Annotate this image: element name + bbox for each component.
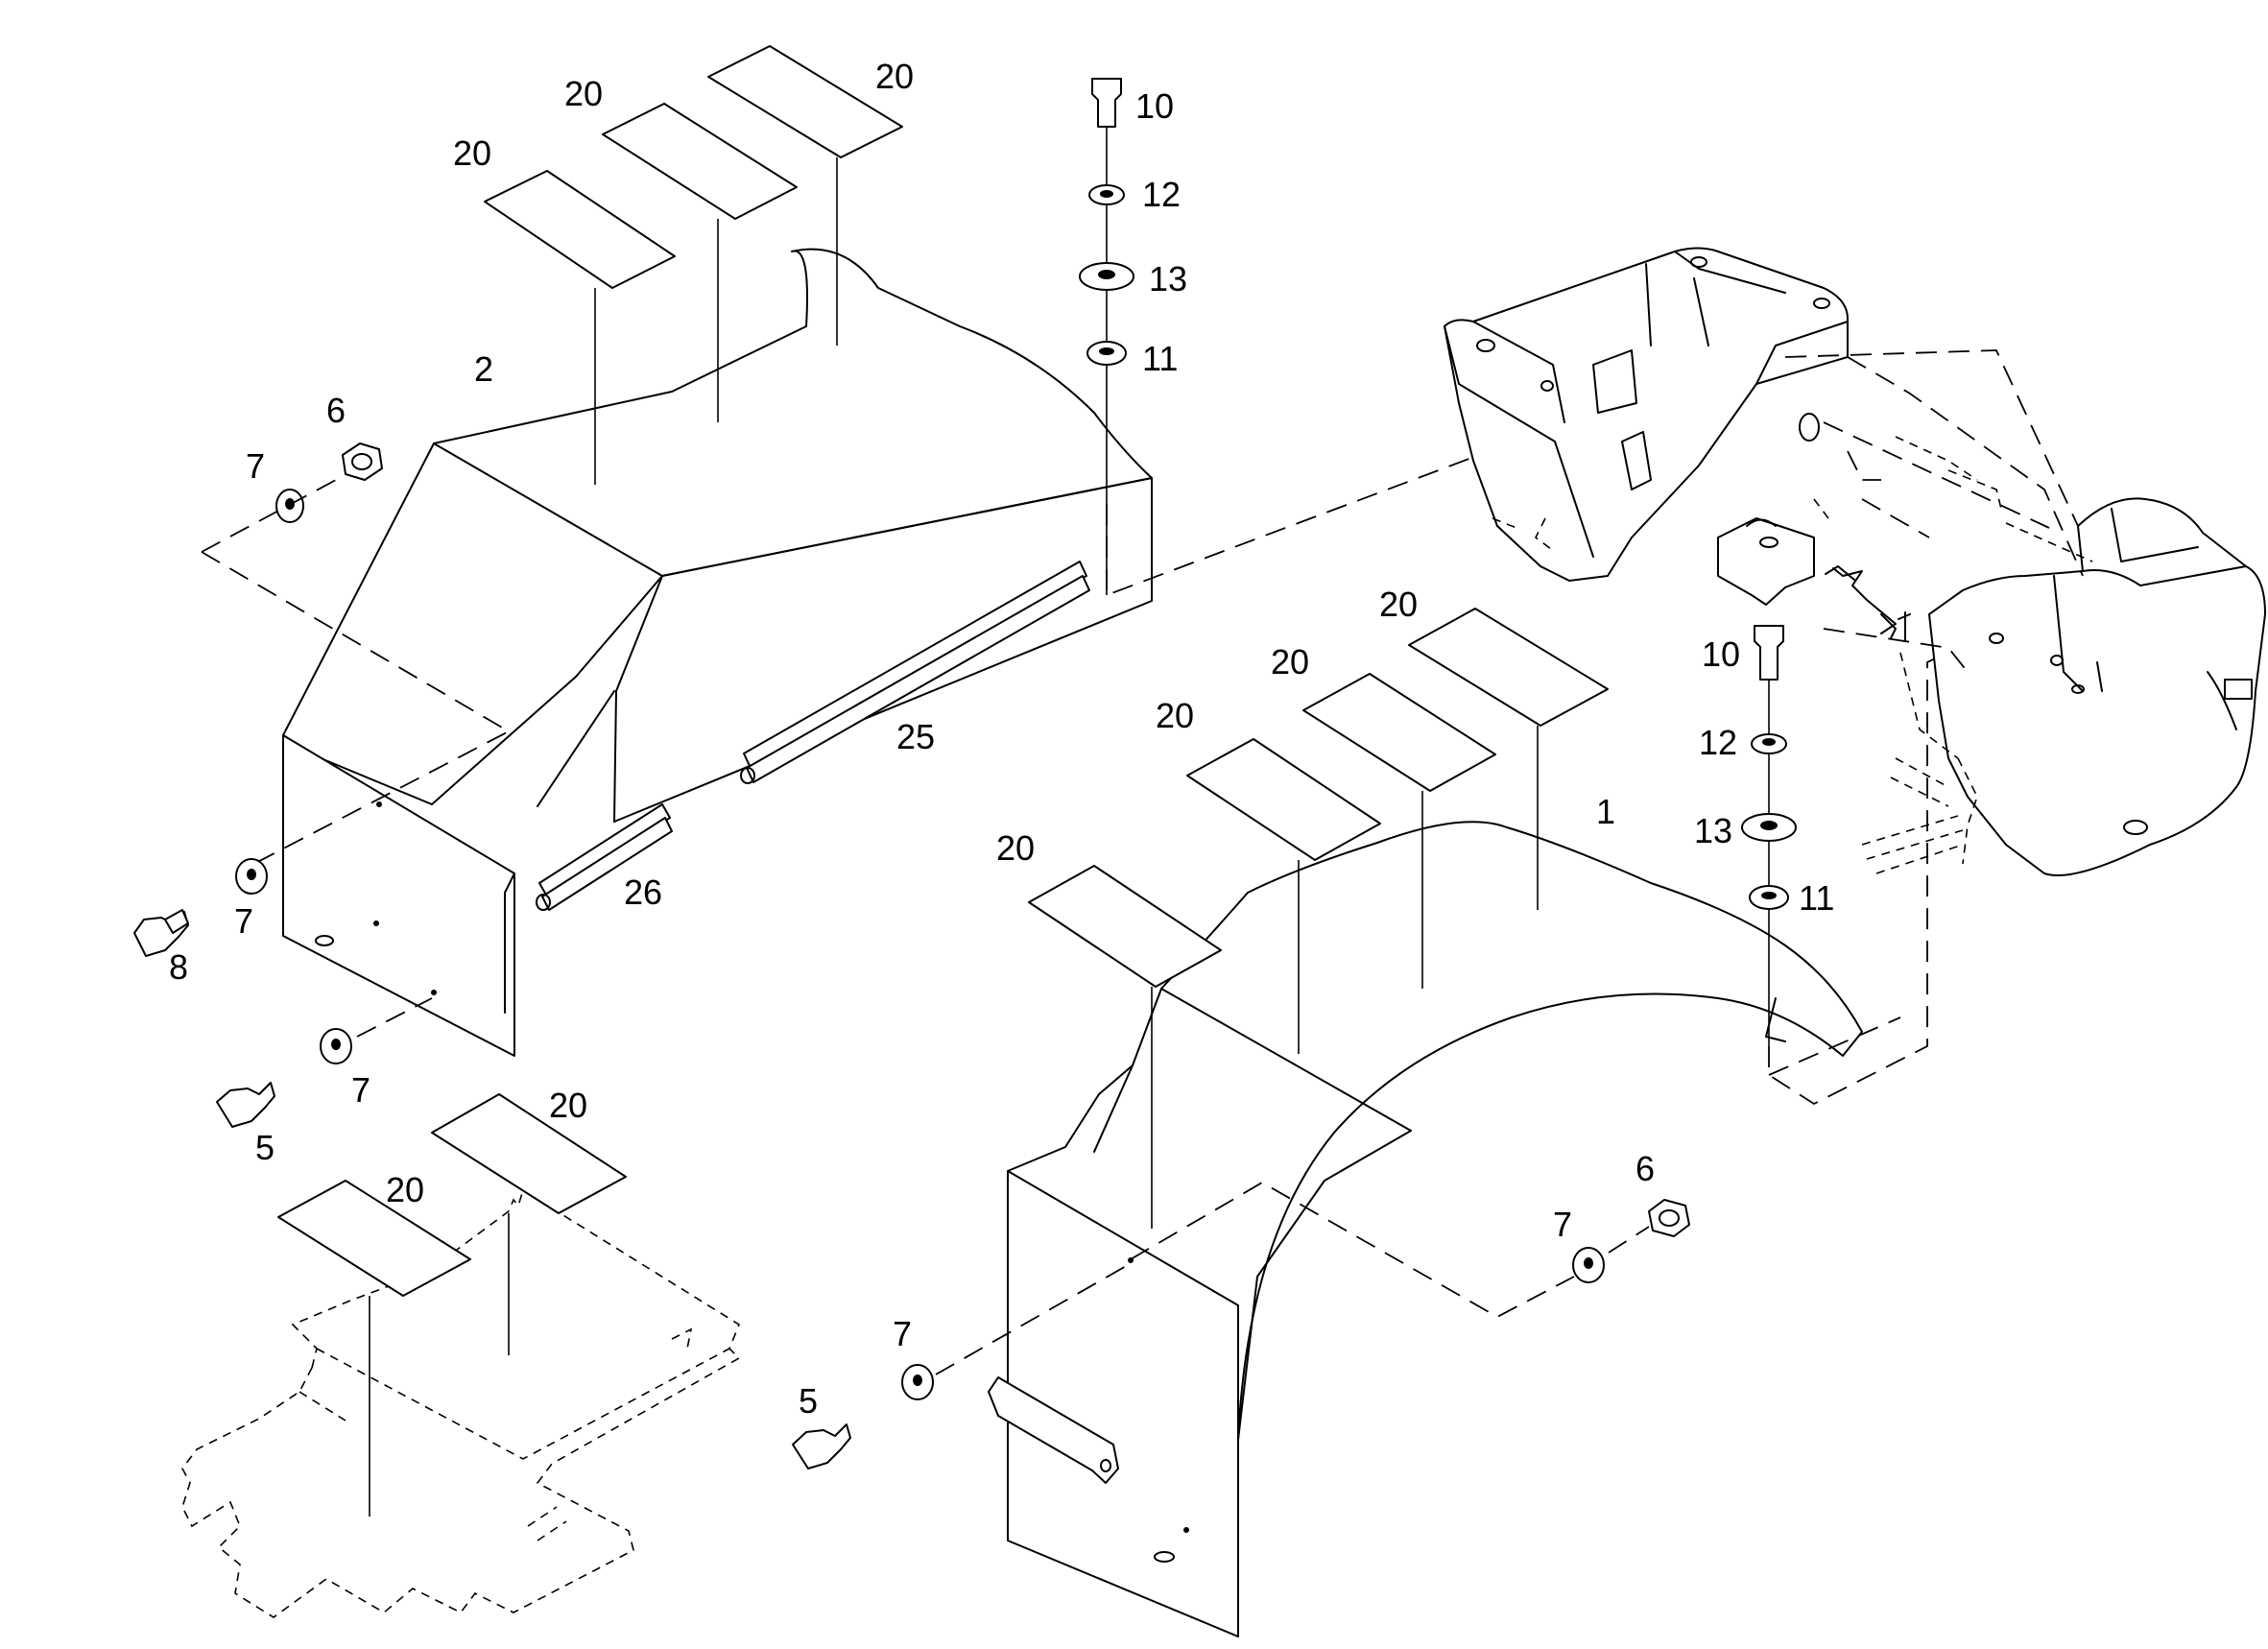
callout-25: 25: [896, 717, 935, 756]
bolt-5-washer-7-right: [792, 1181, 1575, 1470]
bolt-8-washer-7: [133, 858, 268, 957]
callout-20h: 20: [1156, 696, 1194, 735]
label-pads-fender-2: [484, 45, 903, 485]
callout-26: 26: [624, 872, 662, 912]
hardware-stack-top: [1079, 78, 1134, 595]
callout-20i: 20: [996, 828, 1035, 868]
label-pads-fender-1: [1028, 608, 1609, 1229]
callout-6b: 6: [1635, 1149, 1655, 1188]
callout-20e: 20: [386, 1170, 424, 1209]
callout-7c: 7: [351, 1070, 370, 1110]
callout-13b: 13: [1694, 811, 1732, 850]
hardware-stack-right: [1741, 625, 1988, 1106]
callout-20d: 20: [549, 1086, 587, 1125]
callout-10a: 10: [1135, 86, 1174, 126]
rail-25: [740, 561, 1090, 784]
fender-1: [988, 821, 1863, 1637]
callout-2: 2: [474, 349, 493, 389]
callout-11a: 11: [1142, 339, 1178, 378]
rear-housing: [1444, 247, 2266, 876]
callout-labels: 2 1 6 7 7 8 7 5 20 20 20 10 12 13 11 25 …: [169, 57, 1834, 1421]
callout-5a: 5: [255, 1128, 275, 1167]
callout-11b: 11: [1799, 878, 1834, 918]
callout-10b: 10: [1702, 634, 1740, 674]
callout-20a: 20: [453, 133, 491, 173]
callout-20b: 20: [564, 74, 603, 113]
callout-7d: 7: [1553, 1205, 1572, 1244]
callout-20c: 20: [875, 57, 914, 96]
callout-7b: 7: [234, 901, 253, 941]
callout-7a: 7: [246, 446, 265, 486]
callout-7e: 7: [893, 1314, 912, 1353]
rail-26: [536, 803, 673, 911]
nut-6-washer-7-left: [201, 442, 511, 870]
callout-12a: 12: [1142, 175, 1181, 214]
nut-6-washer-7-right: [1572, 1199, 1690, 1283]
callout-12b: 12: [1699, 723, 1737, 762]
callout-13a: 13: [1149, 259, 1187, 299]
floor-plate: [181, 1093, 741, 1618]
callout-6a: 6: [326, 391, 346, 430]
callout-8: 8: [169, 947, 188, 987]
callout-1: 1: [1596, 792, 1615, 831]
callout-20f: 20: [1379, 585, 1418, 624]
callout-20g: 20: [1271, 642, 1309, 681]
bolt-5-washer-7-left: [216, 997, 433, 1128]
callout-5b: 5: [799, 1381, 818, 1421]
